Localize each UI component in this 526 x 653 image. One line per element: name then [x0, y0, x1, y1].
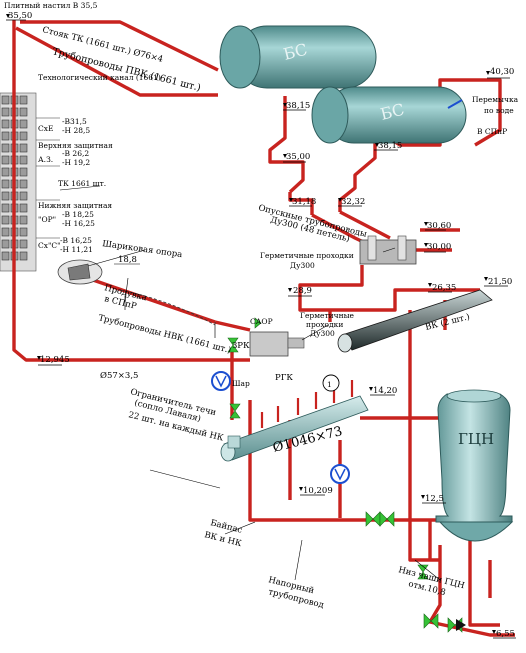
- nvk-bracket-ends: [124, 296, 216, 338]
- to-vk-loop: [298, 265, 480, 312]
- hermetic-block-1: [359, 235, 417, 265]
- rgk-label: РГК: [275, 373, 293, 383]
- peremychka-pipe: [359, 78, 502, 147]
- shar-label: Шар: [232, 379, 250, 388]
- elev-4030: 40,30: [490, 67, 514, 77]
- pvk-pipe: [20, 20, 219, 72]
- sxc-b: -В 16,25: [60, 236, 92, 245]
- pump-center: [330, 464, 350, 484]
- upper-shield-label: Верхняя защитная: [38, 141, 113, 150]
- sxe-h: -Н 28,5: [62, 126, 90, 135]
- circle1-label: 1: [327, 380, 332, 389]
- elev-10209: 10,209: [303, 486, 333, 496]
- elevation-markers: [6, 19, 516, 639]
- elev-3060: 30,60: [427, 221, 451, 231]
- shar-opora-label: Шариковая опора: [102, 239, 183, 260]
- marker-circle-1: [322, 374, 340, 392]
- sxc-label: Сх"С": [38, 241, 61, 250]
- herm2b-label: проходки: [306, 320, 343, 329]
- elev-2150: 21,50: [488, 277, 512, 287]
- tank-bs-2: [311, 86, 467, 144]
- pump-shar: [211, 371, 231, 391]
- nvk-bracket: [119, 289, 216, 326]
- downcomer-to-herm-2: [339, 210, 391, 240]
- pipes: [12, 20, 515, 637]
- tank-bs-1: [219, 25, 377, 89]
- gcn-pump: [435, 389, 514, 542]
- saor-box: [249, 331, 305, 357]
- tech-canal-label: Технологический канал (1661): [38, 73, 161, 82]
- elev-1420: 14,20: [373, 386, 397, 396]
- peremychka-arrow-icon: [447, 99, 463, 109]
- or-h: -Н 16,25: [62, 219, 95, 228]
- elev-3500: 35,00: [286, 152, 310, 162]
- az-h: -Н 19,2: [62, 158, 90, 167]
- elev-3815a: 38,15: [286, 101, 310, 111]
- elev-125: 12,5: [425, 494, 444, 504]
- or-b: -В 18,25: [62, 210, 94, 219]
- elev-3815b: 38,15: [378, 141, 402, 151]
- elev-3550: 35,50: [8, 11, 32, 21]
- sxe-b: -В31,5: [62, 117, 87, 126]
- gcn-label: ГЦН: [458, 430, 494, 448]
- check-valve-icon: [456, 619, 466, 631]
- herm1b-label: Ду300: [290, 261, 315, 270]
- elev-3118: 31,18: [292, 197, 316, 207]
- saor-label: САОР: [250, 317, 273, 326]
- leader-lines: [59, 185, 441, 581]
- nvk-label: Трубопроводы НВК (1661 шт.): [97, 312, 232, 356]
- peremychka-label: Перемычка: [472, 95, 519, 104]
- elev-2635: 26,35: [432, 283, 456, 293]
- tk-riser-pipe: [12, 20, 250, 362]
- or-label: "ОР": [38, 215, 56, 224]
- downcomer-1b: [288, 192, 314, 215]
- ball-support: [57, 259, 103, 285]
- main-header: [220, 395, 369, 462]
- elev-12945: 12,945: [40, 355, 70, 365]
- d57-label: Ø57×3,5: [100, 370, 138, 381]
- nvk-to-saor: [214, 320, 251, 332]
- az-b: -В 26,2: [62, 149, 89, 158]
- po-vode-label: по воде: [484, 106, 514, 115]
- tk-stack-pipe: [15, 26, 218, 97]
- top-left-mark: Плитный настил В 35,5: [4, 1, 98, 10]
- downcomer-1: [268, 96, 305, 194]
- napor-pipe-a: [468, 540, 500, 627]
- sxe-label: СхЕ: [38, 124, 53, 133]
- v-spr-right-label: В СПпР: [477, 127, 507, 136]
- elev-3232: 32,32: [341, 197, 365, 207]
- lower-shield-label: Нижняя защитная: [38, 201, 112, 210]
- herm2a-label: Герметичные: [300, 311, 355, 320]
- elev-188: 18,8: [118, 255, 137, 265]
- elev-3000: 30,00: [427, 242, 451, 252]
- tk1661-label: ТК 1661 шт.: [58, 179, 106, 188]
- elevation-triangle-icons: [6, 14, 496, 634]
- nvk-pipe: [92, 278, 216, 324]
- herm2c-label: Ду300: [310, 329, 335, 338]
- sxc-h: -Н 11,21: [60, 245, 93, 254]
- az-label: А.З.: [38, 155, 53, 164]
- herm1a-label: Герметичные проходки: [260, 251, 354, 260]
- zrk-label: ЗРК: [232, 341, 250, 351]
- elev-655: 6,55: [496, 629, 515, 639]
- vk-pipe: [337, 289, 493, 353]
- elev-289: 28,9: [293, 286, 312, 296]
- valves: [227, 317, 463, 633]
